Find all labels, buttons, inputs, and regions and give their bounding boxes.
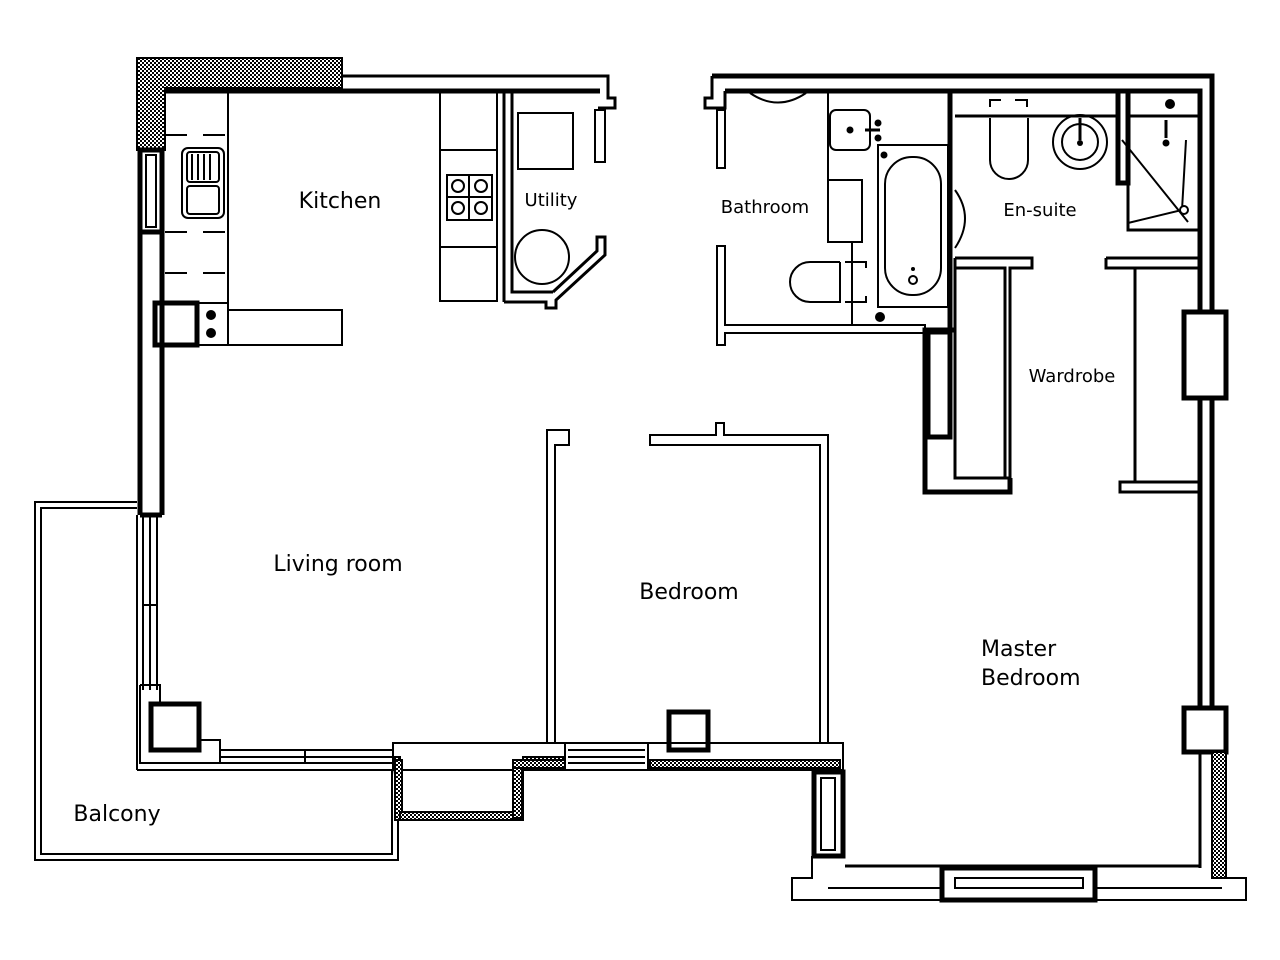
counter-dashes xyxy=(165,134,228,274)
label-ensuite: En-suite xyxy=(1003,200,1076,221)
wardrobe xyxy=(922,256,1202,495)
bathtub-basin-icon xyxy=(884,156,942,296)
cabinet xyxy=(827,179,863,243)
east-window-2 xyxy=(1181,705,1229,755)
label-living-room: Living room xyxy=(273,552,402,577)
ensuite-toilet-icon xyxy=(989,99,1029,180)
shower-wall xyxy=(1115,88,1131,186)
south-window-master xyxy=(939,865,1098,903)
kitchen-fittings xyxy=(152,90,498,348)
hob-ring-icon xyxy=(206,328,216,338)
label-utility: Utility xyxy=(525,190,578,211)
utility-angled-wall xyxy=(504,235,607,310)
breakfast-counter xyxy=(227,309,343,346)
toilet-icon xyxy=(789,261,867,303)
south-walls xyxy=(391,709,844,821)
pillar-bedroom xyxy=(666,709,711,753)
left-exterior-walls xyxy=(136,57,617,771)
bathroom-door-arc xyxy=(749,92,807,104)
gas-hob-icon xyxy=(446,174,493,221)
label-bathroom: Bathroom xyxy=(721,197,809,218)
pillar-left xyxy=(148,701,202,753)
right-exterior-walls xyxy=(703,73,1247,903)
pillar-base-left xyxy=(139,684,221,764)
hatched-strip-5 xyxy=(649,759,841,769)
west-window-master xyxy=(811,769,846,859)
left-window xyxy=(137,147,165,235)
washer-icon xyxy=(517,112,574,170)
dryer-icon xyxy=(514,229,570,285)
utility-wall-stub xyxy=(594,109,606,163)
living-window-bottom xyxy=(137,749,393,771)
east-window-1 xyxy=(1181,309,1229,401)
label-kitchen: Kitchen xyxy=(299,189,382,214)
balcony xyxy=(34,501,399,861)
ensuite xyxy=(954,88,1200,249)
shower-door-icon xyxy=(1121,139,1189,224)
label-master-bedroom-line1: Master xyxy=(981,637,1057,662)
right-counter xyxy=(439,90,498,302)
hatched-wall-top-left xyxy=(136,57,343,151)
ensuite-basin-icon xyxy=(1052,114,1108,170)
hatched-strip-1 xyxy=(394,759,403,821)
hatched-strip-4 xyxy=(512,759,566,769)
bedroom-window xyxy=(564,742,649,771)
kitchen-top-wall-outer xyxy=(342,74,617,110)
wardrobe-column xyxy=(925,329,953,440)
ensuite-door-arc xyxy=(954,189,966,249)
left-wall xyxy=(137,232,165,518)
hatched-strip-2 xyxy=(399,811,523,821)
label-balcony: Balcony xyxy=(73,802,160,827)
bathroom xyxy=(716,91,953,346)
room-labels: Kitchen Utility Bathroom En-suite Wardro… xyxy=(73,189,1115,827)
bedroom-walls xyxy=(546,422,829,744)
living-window-left xyxy=(136,515,158,770)
hob-ring-icon xyxy=(206,310,216,320)
utility-fittings xyxy=(502,91,607,310)
label-wardrobe: Wardrobe xyxy=(1029,366,1116,387)
label-master-bedroom-line2: Bedroom xyxy=(981,666,1081,691)
label-bedroom: Bedroom xyxy=(639,580,739,605)
hob-small xyxy=(196,302,229,346)
left-window-pane xyxy=(145,154,157,228)
bathtub xyxy=(877,144,949,308)
hatched-wall-east xyxy=(1211,751,1227,879)
bathroom-wall-stub xyxy=(716,109,726,169)
